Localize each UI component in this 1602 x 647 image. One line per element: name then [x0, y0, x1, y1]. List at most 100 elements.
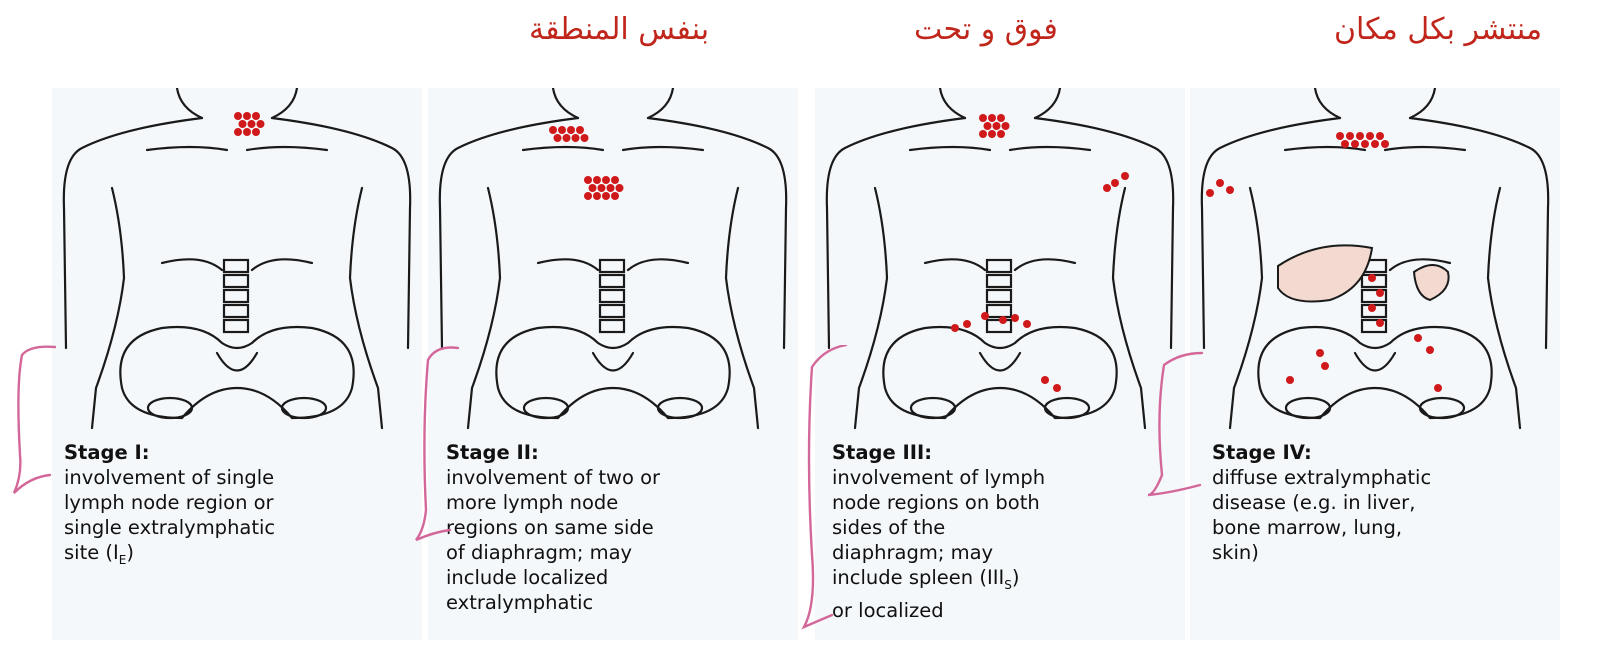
pelvis: [496, 327, 729, 418]
neck-right: [1410, 88, 1435, 118]
hip-right: [658, 398, 702, 418]
lymph-node: [234, 112, 242, 120]
vertebra: [600, 305, 624, 317]
stage-1-line: single extralymphatic: [64, 515, 394, 540]
lymph-node: [1426, 346, 1434, 354]
stage-2-body-figure: [428, 88, 798, 438]
pelvis: [120, 327, 353, 418]
stage-2-last-line: extralymphatic: [446, 590, 776, 615]
stage-2-title: Stage II:: [446, 440, 776, 465]
hip-left: [524, 398, 568, 418]
lymph-node: [997, 114, 1005, 122]
left-shoulder: [440, 118, 578, 348]
bracket-stage-2: [406, 345, 466, 645]
stage-3-line: node regions on both: [832, 490, 1162, 515]
lymph-node: [558, 126, 566, 134]
rib-left: [925, 259, 985, 270]
vertebra: [224, 305, 248, 317]
lymph-node: [993, 122, 1001, 130]
lymph-node: [1346, 132, 1354, 140]
neck-left: [940, 88, 965, 118]
lymph-node: [1381, 140, 1389, 148]
bracket-stage-4: [1140, 345, 1210, 605]
vertebra: [224, 320, 248, 332]
lymph-node: [1316, 349, 1324, 357]
neck-right: [648, 88, 673, 118]
lymph-node: [1371, 140, 1379, 148]
sacrum: [217, 353, 257, 371]
lymph-node: [1414, 334, 1422, 342]
left-side: [1230, 188, 1262, 428]
left-side: [855, 188, 887, 428]
lymph-node: [1356, 132, 1364, 140]
stage-2-line: involvement of two or: [446, 465, 776, 490]
lymph-node: [1336, 132, 1344, 140]
bracket-stage-1: [0, 345, 60, 595]
neck-left: [1315, 88, 1340, 118]
rib-right: [628, 259, 688, 270]
lymph-node: [563, 134, 571, 142]
lymph-node: [616, 184, 624, 192]
lymph-node: [1216, 179, 1224, 187]
lymph-node: [572, 134, 580, 142]
lymph-node: [1366, 132, 1374, 140]
stage-2-panel: Stage II: involvement of two or more lym…: [428, 88, 798, 640]
hip-left: [148, 398, 192, 418]
lymph-node: [963, 320, 971, 328]
stage-1-text: Stage I: involvement of single lymph nod…: [64, 440, 394, 573]
right-clavicle: [247, 147, 327, 150]
lymph-node: [1376, 319, 1384, 327]
stage-3-spleen-line: include spleen (IIIS): [832, 565, 1162, 598]
stage-2-line: include localized: [446, 565, 776, 590]
stage-3-body-figure: [815, 88, 1185, 438]
lymph-node: [252, 128, 260, 136]
sacrum: [1355, 353, 1395, 371]
stage-3-last-line: or localized: [832, 598, 1162, 623]
vertebra: [600, 290, 624, 302]
spleen: [1414, 265, 1449, 300]
lymph-node: [951, 324, 959, 332]
vertebra: [600, 275, 624, 287]
neck-left: [553, 88, 578, 118]
rib-right: [252, 259, 312, 270]
lymph-node: [984, 122, 992, 130]
stage-1-line: involvement of single: [64, 465, 394, 490]
left-clavicle: [147, 147, 227, 150]
vertebra: [224, 260, 248, 272]
lymph-node: [248, 120, 256, 128]
left-shoulder: [64, 118, 202, 348]
stage-3-line: involvement of lymph: [832, 465, 1162, 490]
lymph-node: [981, 312, 989, 320]
left-side: [92, 188, 124, 428]
stage-1-line: lymph node region or: [64, 490, 394, 515]
lymph-node: [234, 128, 242, 136]
right-side: [726, 188, 758, 428]
vertebra: [224, 290, 248, 302]
pelvis: [1258, 327, 1491, 418]
lymph-node: [598, 184, 606, 192]
lymph-node: [1206, 189, 1214, 197]
lymph-node: [243, 112, 251, 120]
stage-3-text: Stage III: involvement of lymph node reg…: [832, 440, 1162, 623]
lymph-node: [589, 184, 597, 192]
right-side: [1488, 188, 1520, 428]
stage-2-text: Stage II: involvement of two or more lym…: [446, 440, 776, 615]
heading-same-region: بنفس المنطقة: [529, 12, 709, 47]
right-shoulder: [648, 118, 786, 348]
lymph-node: [1376, 132, 1384, 140]
lymph-node: [1376, 289, 1384, 297]
lymph-node: [554, 134, 562, 142]
hip-left: [911, 398, 955, 418]
hip-right: [1420, 398, 1464, 418]
lymph-node: [1351, 140, 1359, 148]
lymph-node: [607, 184, 615, 192]
lymph-node: [602, 176, 610, 184]
right-shoulder: [1035, 118, 1173, 348]
stage-4-title: Stage IV:: [1212, 440, 1542, 465]
stage-1-body-figure: [52, 88, 422, 438]
neck-left: [177, 88, 202, 118]
hip-right: [282, 398, 326, 418]
bracket-stage-3: [792, 345, 852, 645]
sacrum: [980, 353, 1020, 371]
lymph-node: [611, 192, 619, 200]
